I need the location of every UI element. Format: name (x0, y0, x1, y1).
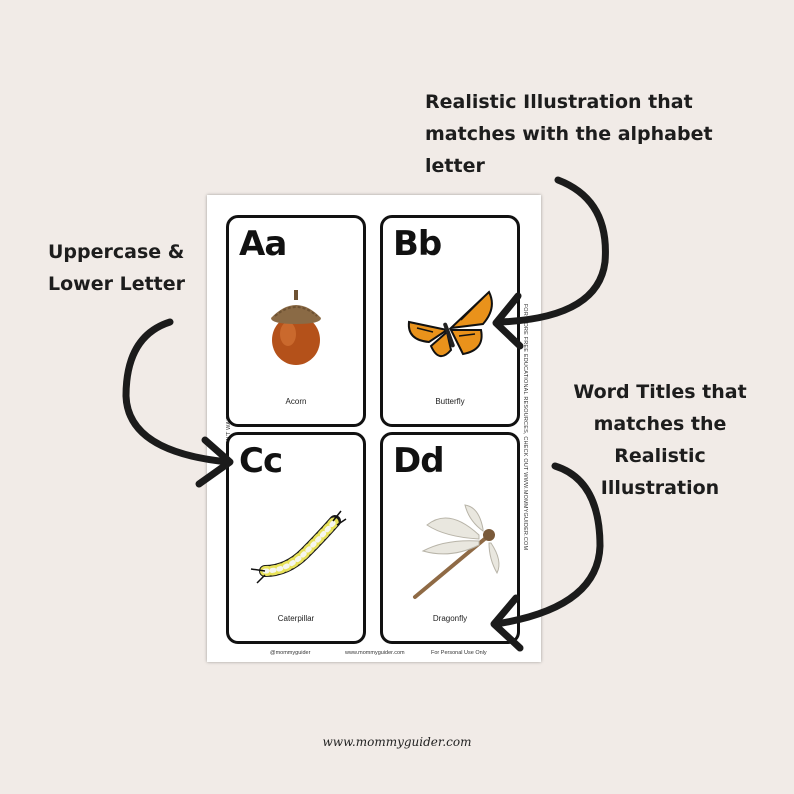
card-word: Dragonfly (432, 614, 468, 623)
sheet-footer-url: www.mommyguider.com (345, 650, 405, 656)
callout-line: matches the (593, 413, 727, 435)
flashcard-sheet: TAG US ON INSTAGRAM @MOMMYGUIDER - WE CA… (207, 195, 541, 662)
dragonfly-icon (413, 504, 500, 599)
flashcard-b: Bb Butterfly (380, 215, 520, 427)
callout-word-titles: Word Titles that matches the Realistic I… (560, 376, 760, 504)
callout-realistic-illustration: Realistic Illustration that matches with… (425, 86, 745, 182)
sheet-footer-handle: @mommyguider (270, 650, 311, 656)
card-word: Butterfly (435, 397, 465, 406)
sheet-footer-license: For Personal Use Only (431, 650, 487, 656)
card-word: Acorn (285, 397, 307, 406)
callout-line: Word Titles that (573, 381, 747, 403)
sheet-side-text-right: FOR MORE FREE EDUCATIONAL RESOURCES, CHE… (522, 303, 528, 551)
card-letter: Cc (239, 441, 283, 481)
callout-uppercase-lower: Uppercase & Lower Letter (48, 236, 218, 300)
card-letter: Bb (393, 224, 442, 264)
site-url: www.mommyguider.com (322, 735, 472, 749)
callout-line: Lower Letter (48, 273, 185, 295)
flashcard-a: Aa Acorn (226, 215, 366, 427)
flashcard-c: Cc Caterpillar (226, 432, 366, 644)
callout-line: matches with the alphabet (425, 123, 713, 145)
callout-line: Realistic (614, 445, 706, 467)
butterfly-icon (407, 290, 493, 357)
callout-line: Uppercase & (48, 241, 185, 263)
caterpillar-icon (250, 510, 347, 584)
card-letter: Dd (393, 441, 445, 481)
callout-line: Realistic Illustration that (425, 91, 693, 113)
acorn-icon (271, 290, 321, 365)
card-word: Caterpillar (277, 614, 315, 623)
card-letter: Aa (239, 224, 287, 264)
callout-line: Illustration (600, 477, 720, 499)
flashcard-d: Dd Dragonfly (380, 432, 520, 644)
callout-line: letter (425, 155, 485, 177)
